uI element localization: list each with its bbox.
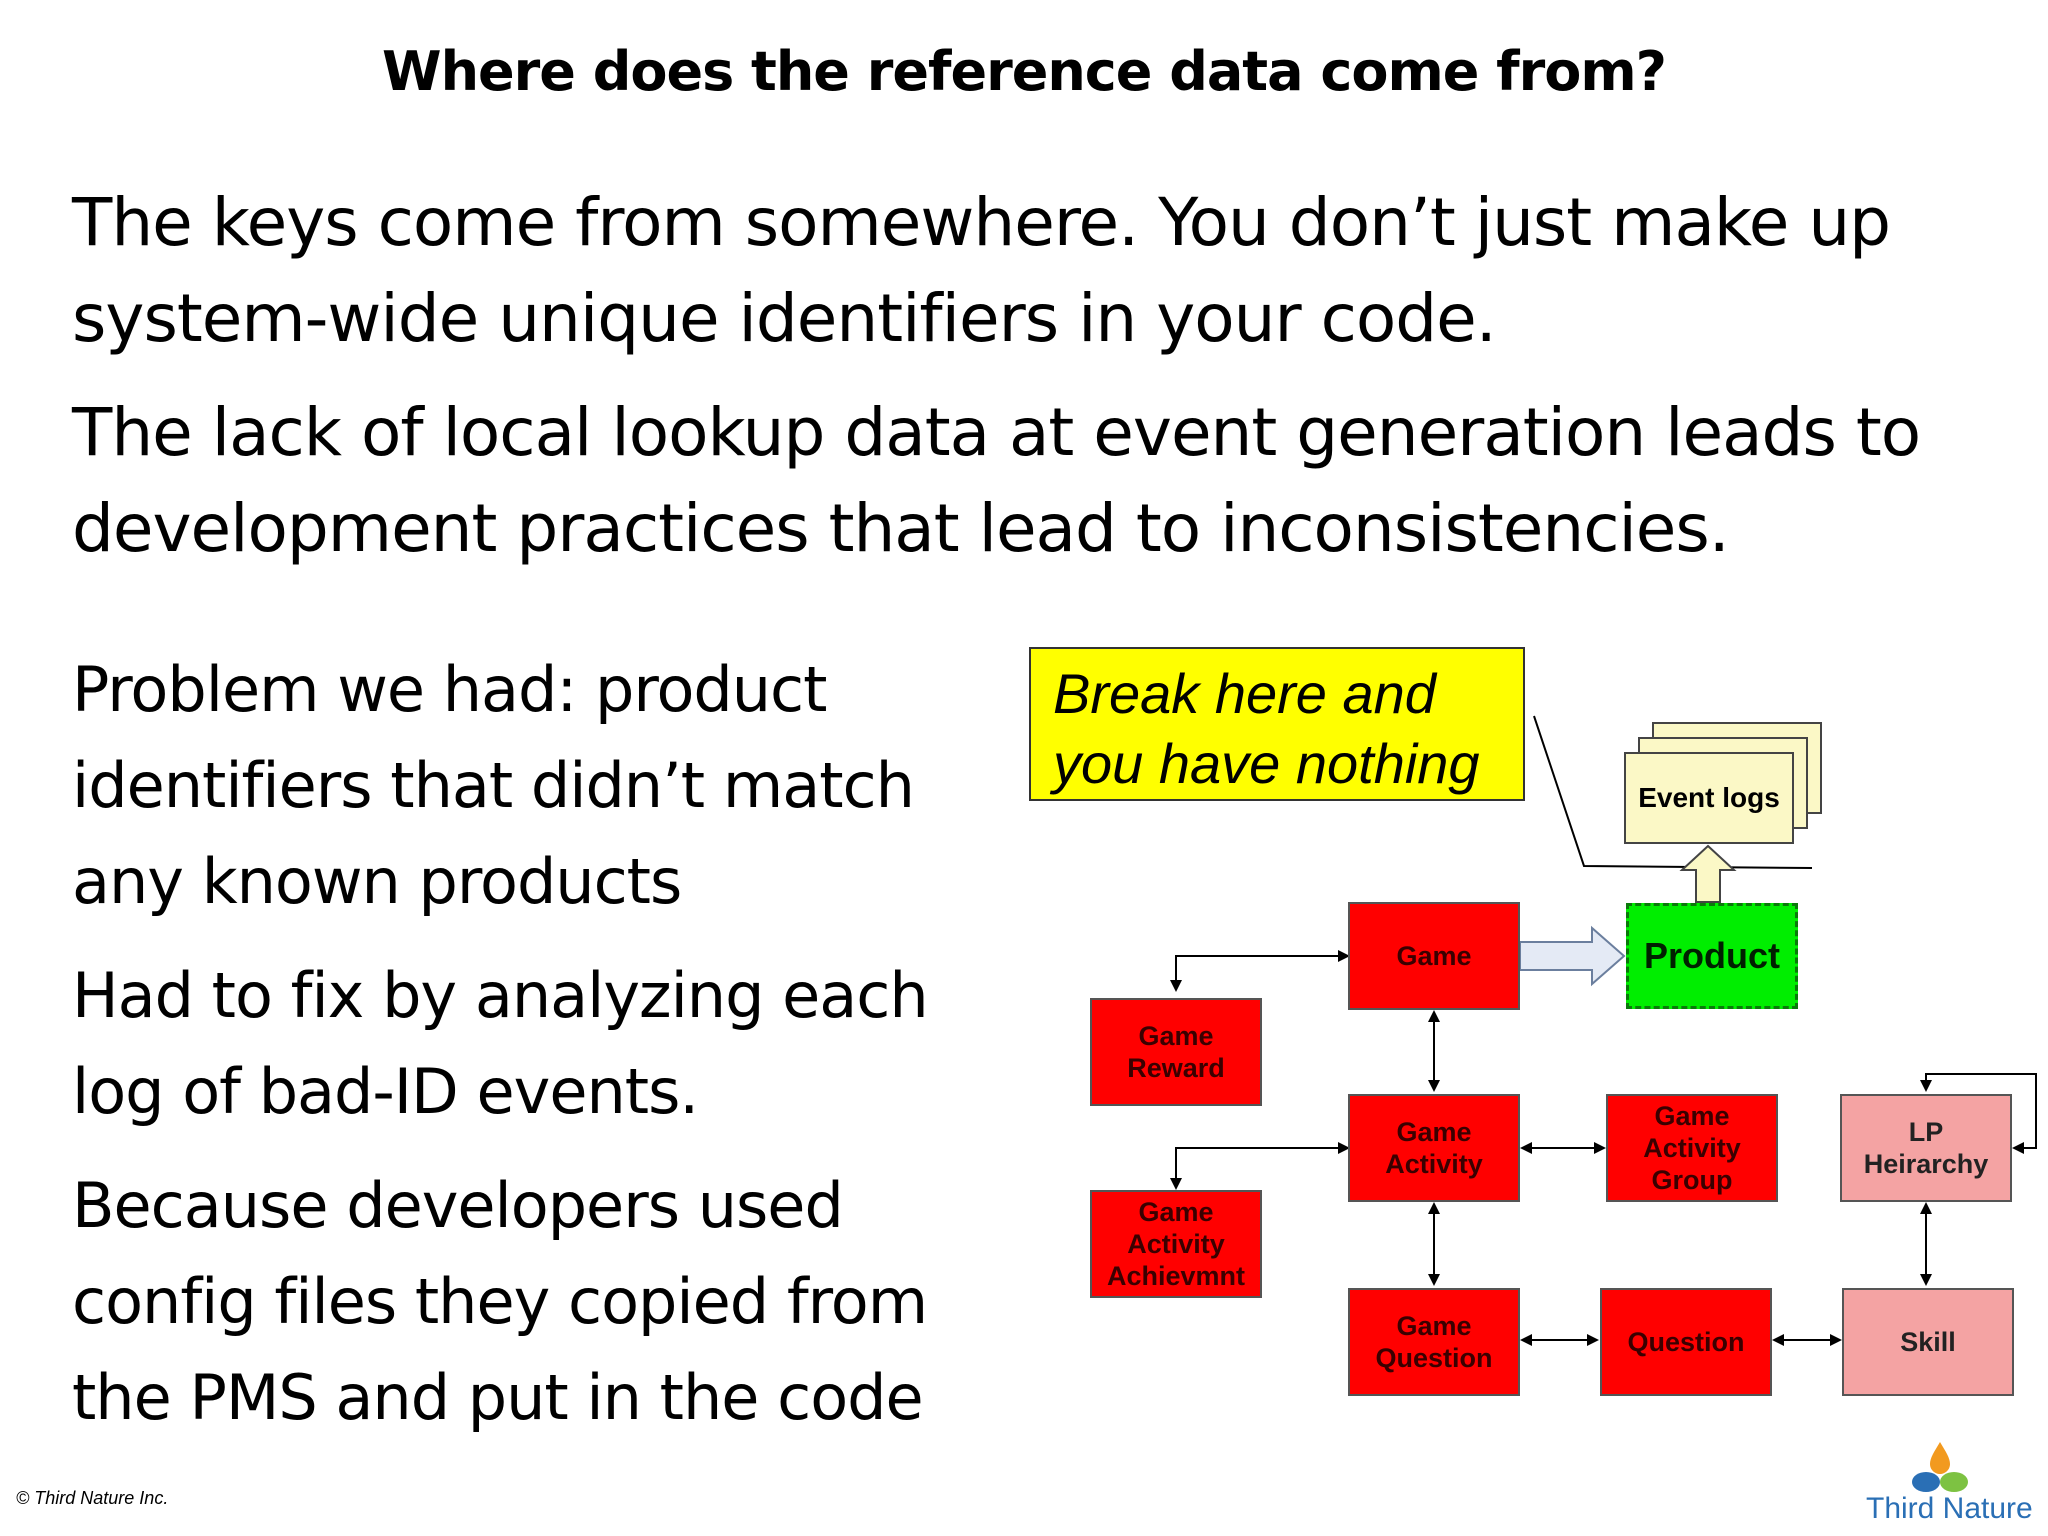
point-line: Had to fix by analyzing each xyxy=(72,959,929,1032)
paragraph-line: The lack of local lookup data at event g… xyxy=(72,394,1921,471)
break-here-callout: Break here and you have nothing xyxy=(1029,647,1525,801)
connector-lp-self-loop xyxy=(1920,1073,2037,1154)
paragraph-line: system-wide unique identifiers in your c… xyxy=(72,280,1497,357)
game-activity-group-node: Game Activity Group xyxy=(1606,1094,1778,1202)
copyright-notice: © Third Nature Inc. xyxy=(16,1488,169,1508)
third-nature-logo-icon xyxy=(1912,1442,1968,1492)
point-line: Problem we had: product xyxy=(72,653,827,726)
game-to-product-arrow xyxy=(1519,925,1626,987)
third-nature-brand: Third Nature xyxy=(1866,1492,2033,1525)
product-to-logs-arrow xyxy=(1679,844,1737,903)
callout-leader-line xyxy=(1533,715,1813,869)
slide-title: Where does the reference data come from? xyxy=(382,40,1667,103)
event-logs-stack: Event logs xyxy=(1624,752,1794,844)
intro-paragraph-lookup: The lack of local lookup data at event g… xyxy=(72,385,1921,577)
cause-point: Because developers used config files the… xyxy=(72,1158,928,1446)
game-activity-achievement-node: Game Activity Achievmnt xyxy=(1090,1190,1262,1298)
intro-paragraph-keys: The keys come from somewhere. You don’t … xyxy=(72,175,1891,367)
point-line: config files they copied from xyxy=(72,1265,928,1338)
connector-activity-achievement xyxy=(1170,1142,1350,1190)
point-line: log of bad-ID events. xyxy=(72,1055,699,1128)
point-line: any known products xyxy=(72,845,682,918)
callout-line: you have nothing xyxy=(1053,732,1480,795)
point-line: the PMS and put in the code xyxy=(72,1361,924,1434)
skill-node: Skill xyxy=(1842,1288,2014,1396)
paragraph-line: The keys come from somewhere. You don’t … xyxy=(72,184,1891,261)
fix-point: Had to fix by analyzing each log of bad-… xyxy=(72,948,929,1140)
game-reward-node: Game Reward xyxy=(1090,998,1262,1106)
point-line: Because developers used xyxy=(72,1169,844,1242)
game-node: Game xyxy=(1348,902,1520,1010)
event-logs-label: Event logs xyxy=(1638,782,1780,813)
connector-game-reward xyxy=(1170,950,1350,992)
lp-hierarchy-node: LP Heirarchy xyxy=(1840,1094,2012,1202)
product-node: Product xyxy=(1626,903,1798,1009)
callout-line: Break here and xyxy=(1053,662,1436,725)
point-line: identifiers that didn’t match xyxy=(72,749,915,822)
problem-point: Problem we had: product identifiers that… xyxy=(72,642,915,930)
game-activity-node: Game Activity xyxy=(1348,1094,1520,1202)
question-node: Question xyxy=(1600,1288,1772,1396)
game-question-node: Game Question xyxy=(1348,1288,1520,1396)
paragraph-line: development practices that lead to incon… xyxy=(72,490,1730,567)
